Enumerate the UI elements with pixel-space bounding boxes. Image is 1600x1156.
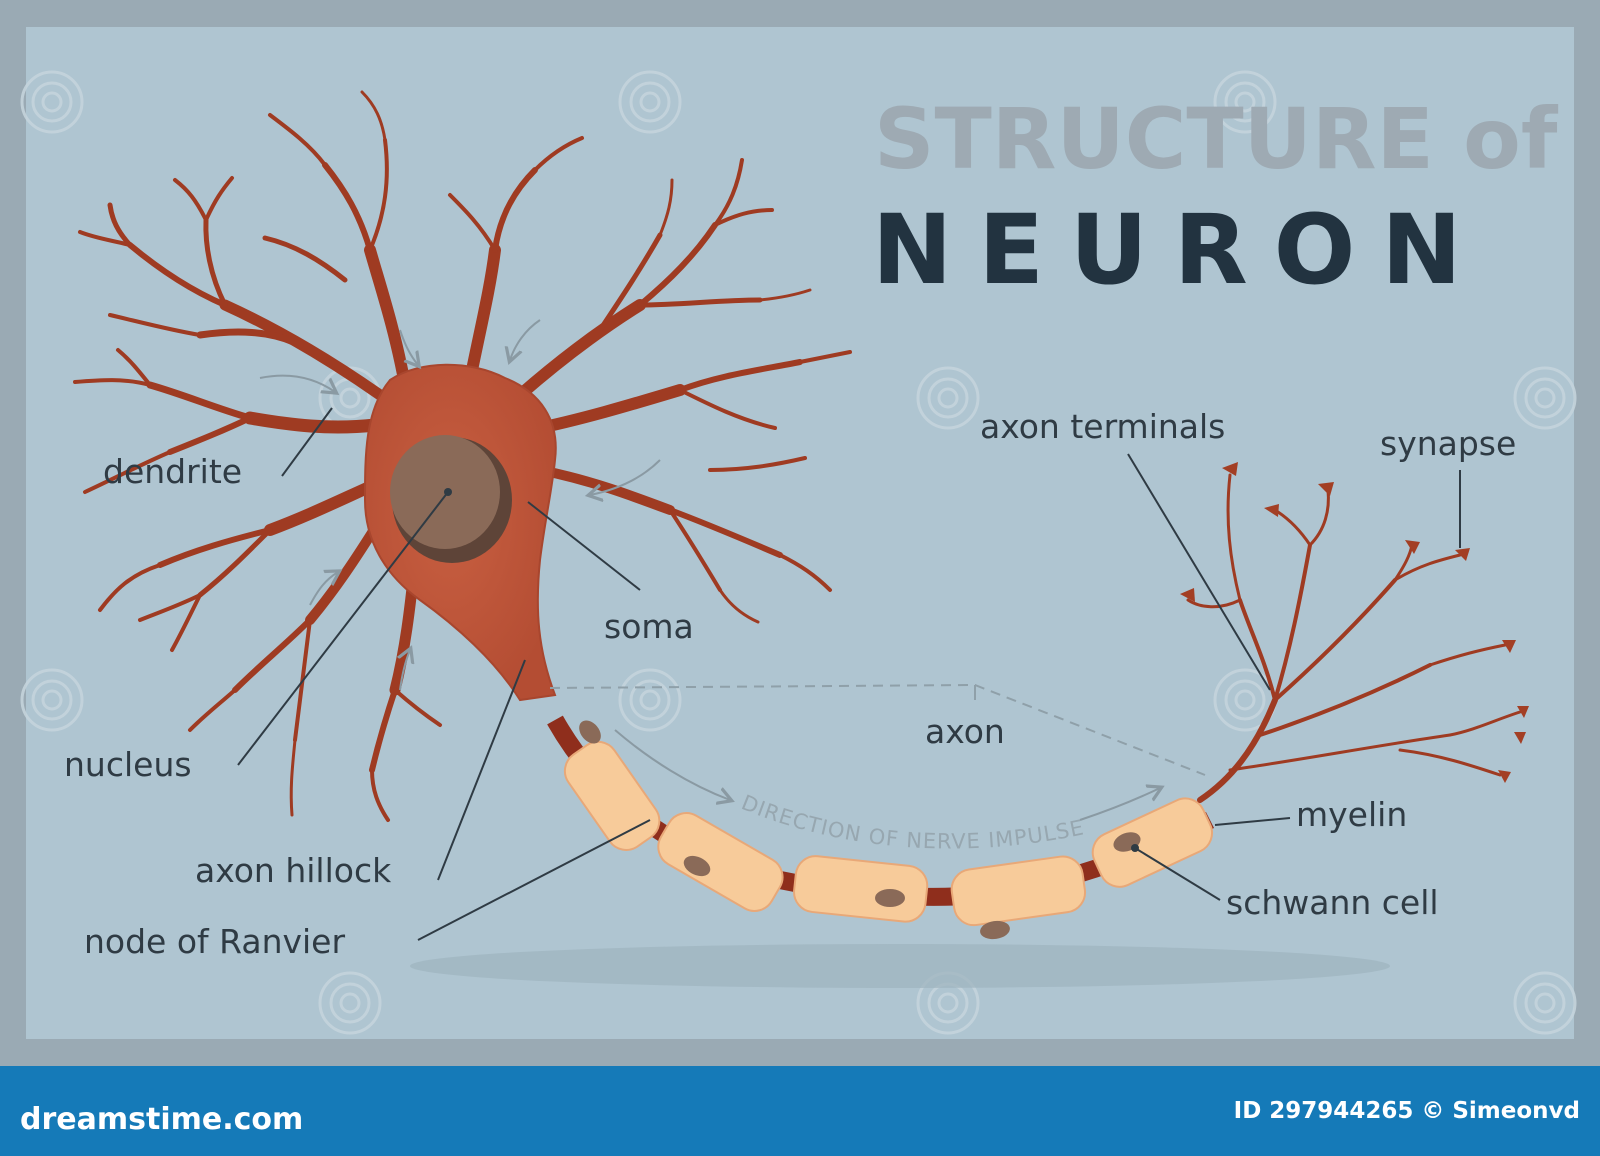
myelin-segments xyxy=(563,740,1214,927)
label-soma: soma xyxy=(604,607,694,646)
label-axon-hillock: axon hillock xyxy=(195,851,392,890)
footer-id-credit: ID 297944265 © Simeonvd xyxy=(1234,1098,1580,1124)
footer-site: dreamstime.com xyxy=(20,1102,303,1137)
axon xyxy=(547,715,1215,940)
label-axon: axon xyxy=(925,712,1005,751)
impulse-arrows xyxy=(259,319,1160,821)
footer-bar xyxy=(0,1066,1600,1156)
myelin-segment xyxy=(1091,797,1214,888)
myelin-segment xyxy=(563,740,661,851)
label-node-of-ranvier: node of Ranvier xyxy=(84,922,345,961)
myelin-segment xyxy=(950,855,1087,927)
label-dendrite: dendrite xyxy=(103,452,242,491)
label-schwann-cell: schwann cell xyxy=(1226,883,1439,922)
label-myelin: myelin xyxy=(1296,795,1407,834)
axon-terminals xyxy=(1186,473,1522,803)
leader-lines xyxy=(237,407,1461,941)
synaptic-boutons xyxy=(1180,462,1529,783)
myelin-segment xyxy=(657,812,784,912)
ground-shadow xyxy=(410,944,1390,988)
label-axon-terminals: axon terminals xyxy=(980,407,1225,446)
title-line-2: NEURON xyxy=(872,194,1488,306)
label-nucleus: nucleus xyxy=(64,745,192,784)
label-synapse: synapse xyxy=(1380,424,1516,463)
dendrites xyxy=(73,90,852,822)
title-line-1: STRUCTURE of xyxy=(874,90,1559,188)
